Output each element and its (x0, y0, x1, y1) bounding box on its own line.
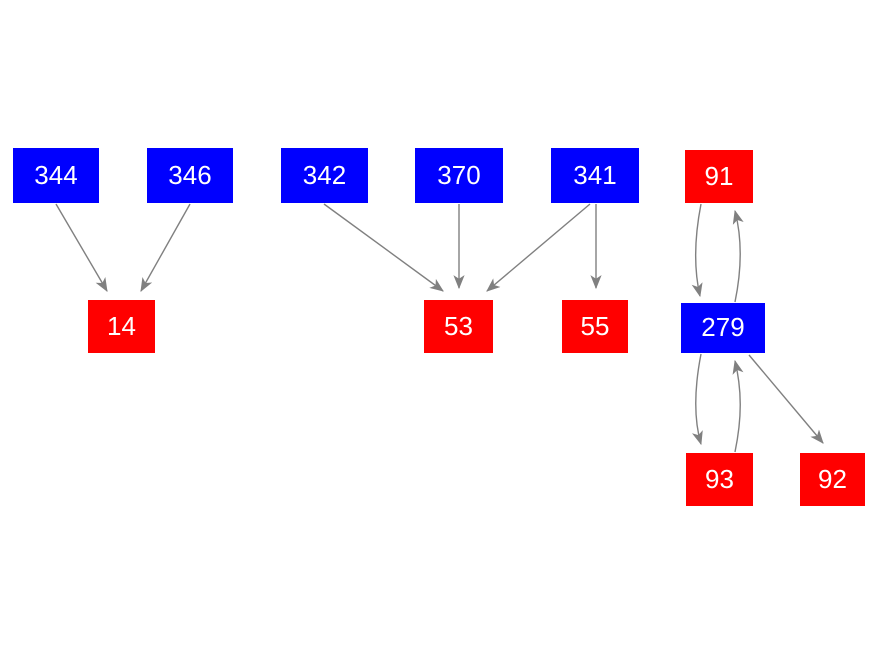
node-342[interactable]: 342 (281, 148, 368, 203)
node-344[interactable]: 344 (13, 148, 99, 203)
node-label: 53 (444, 310, 473, 341)
node-label: 279 (701, 312, 745, 342)
node-label: 342 (302, 159, 347, 190)
node-label: 91 (704, 160, 734, 191)
edge-342-to-53 (323, 203, 444, 292)
edge-341-to-53 (486, 203, 591, 292)
node-label: 93 (705, 463, 734, 494)
node-label: 55 (580, 310, 610, 341)
node-346[interactable]: 346 (147, 148, 233, 203)
node-341[interactable]: 341 (551, 148, 639, 203)
node-279[interactable]: 279 (681, 303, 765, 353)
node-91[interactable]: 91 (685, 150, 753, 203)
edge-279-to-93 (692, 353, 703, 446)
edge-93-to-279 (732, 359, 744, 453)
node-93[interactable]: 93 (686, 453, 753, 506)
edge-344-to-14 (55, 203, 108, 292)
node-label: 370 (437, 159, 481, 190)
edge-279-to-92 (748, 354, 824, 444)
node-label: 14 (107, 310, 136, 341)
node-370[interactable]: 370 (415, 148, 503, 203)
edge-91-to-279 (691, 203, 703, 298)
node-label: 346 (168, 159, 212, 190)
node-label: 344 (34, 159, 78, 190)
node-53[interactable]: 53 (424, 300, 493, 353)
node-label: 92 (818, 463, 847, 494)
node-92[interactable]: 92 (800, 453, 865, 506)
edge-279-to-91 (732, 209, 744, 303)
node-55[interactable]: 55 (562, 300, 628, 353)
edge-346-to-14 (140, 203, 191, 292)
node-label: 341 (573, 159, 617, 190)
node-14[interactable]: 14 (88, 300, 155, 353)
